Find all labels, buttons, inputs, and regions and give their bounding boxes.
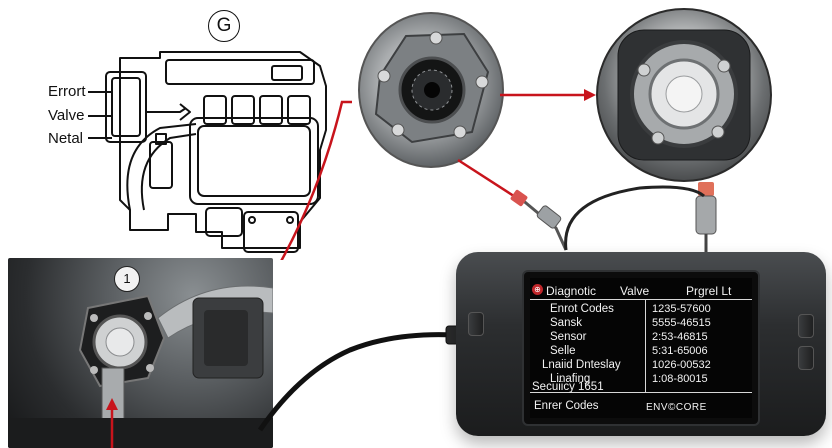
obd-status-icon: ⊕ bbox=[532, 284, 543, 295]
screen-row-value: 1235-57600 bbox=[652, 303, 711, 315]
screen-row-label: Selle bbox=[550, 345, 576, 357]
scanner-brand-label: ENV©CORE bbox=[646, 402, 707, 413]
probe-cable bbox=[564, 185, 705, 251]
screen-title-right: Prgrel Lt bbox=[686, 284, 732, 298]
screen-column-divider bbox=[645, 300, 646, 392]
screen-row-label: Sansk bbox=[550, 317, 582, 329]
engine-bay-photo: 1 bbox=[8, 258, 273, 448]
probe-left bbox=[510, 189, 568, 251]
probe-right bbox=[695, 182, 717, 254]
callout-netal: Netal bbox=[48, 130, 84, 147]
scanner-screen: ⊕ Diagnotic Valve Prgrel Lt Enrot Codes … bbox=[530, 278, 752, 418]
engine-photo-badge: 1 bbox=[114, 266, 140, 292]
scan-tool: ⊕ Diagnotic Valve Prgrel Lt Enrot Codes … bbox=[456, 252, 826, 436]
sensor-closeup-1-drawing bbox=[374, 31, 490, 144]
sensor-closeup-2-drawing bbox=[617, 29, 751, 161]
screen-title-mid: Valve bbox=[620, 284, 650, 298]
screen-row-value: 2:53-46815 bbox=[652, 331, 708, 343]
scanner-cable bbox=[257, 332, 471, 432]
scanner-screen-bezel: ⊕ Diagnotic Valve Prgrel Lt Enrot Codes … bbox=[522, 270, 760, 426]
screen-row-value: 1026-00532 bbox=[652, 359, 711, 371]
screen-row-label: Enrot Codes bbox=[550, 303, 614, 315]
screen-row-label: Lnaiid Dnteslay bbox=[542, 359, 621, 371]
screen-footer-bottom: Enrer Codes bbox=[534, 400, 599, 412]
scanner-right-button-top[interactable] bbox=[798, 314, 814, 338]
arrow-closeup-link-head bbox=[584, 89, 596, 101]
screen-row-value: 5:31-65006 bbox=[652, 345, 708, 357]
screen-row-value: 1:08-80015 bbox=[652, 373, 708, 385]
scanner-left-button[interactable] bbox=[468, 312, 484, 336]
arrow-probe-link bbox=[457, 158, 521, 202]
screen-footer-line: Secuiicy 1651 bbox=[532, 381, 604, 393]
screen-row-label: Linafing bbox=[550, 373, 591, 385]
screen-header-divider bbox=[530, 299, 752, 300]
screen-footer-divider bbox=[530, 392, 752, 393]
callout-valve: Valve bbox=[48, 107, 85, 124]
screen-row-value: 5555-46515 bbox=[652, 317, 711, 329]
screen-title-left: Diagnotic bbox=[546, 284, 597, 298]
sensor-closeup-2 bbox=[596, 8, 772, 182]
callout-errort: Errort bbox=[48, 83, 86, 100]
screen-row-label: Sensor bbox=[550, 331, 587, 343]
scanner-right-button-bottom[interactable] bbox=[798, 346, 814, 370]
engine-bay-drawing bbox=[8, 285, 273, 448]
sensor-closeup-1 bbox=[358, 12, 504, 168]
diagram-badge: G bbox=[208, 10, 240, 42]
